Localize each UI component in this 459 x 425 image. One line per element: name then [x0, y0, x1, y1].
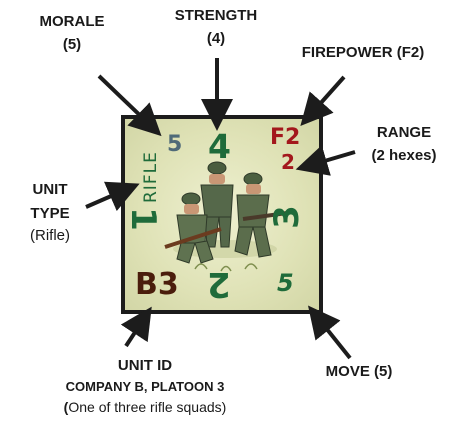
unit-type-label-line2: TYPE [30, 205, 70, 222]
morale-label-value: (5) [62, 36, 82, 53]
counter-unit-id: B3 [135, 267, 179, 302]
move-label: MOVE (5) [304, 362, 414, 382]
counter-move: 5 [277, 269, 294, 297]
range-label-value: (2 hexes) [371, 147, 437, 164]
unit-id-label-line1: UNIT ID [117, 357, 173, 374]
soldiers-illustration [164, 161, 288, 272]
unit-id-label-line2: COMPANY B, PLATOON 3 [65, 379, 225, 394]
arrow-unit-type [85, 181, 140, 212]
unit-type-label-line3: (Rifle) [30, 227, 70, 244]
unit-id-label-line3: (One of three rifle squads) [30, 397, 260, 417]
arrow-unit-id [120, 306, 152, 348]
firepower-label: FIREPOWER (F2) [288, 43, 438, 63]
arrow-firepower [300, 75, 346, 126]
firepower-label-title: FIREPOWER (F2) [301, 44, 425, 61]
counter-strength: 4 [208, 127, 231, 166]
counter-morale: 5 [167, 132, 183, 157]
morale-label-title: MORALE [39, 13, 105, 30]
unit-id-label-note: One of three rifle squads) [68, 399, 227, 415]
counter-firepower: F2 [270, 125, 301, 150]
unit-type-label: UNIT TYPE (Rifle) [14, 180, 86, 246]
strength-label: STRENGTH (4) [156, 6, 276, 49]
unit-id-label: UNIT ID COMPANY B, PLATOON 3 (One of thr… [30, 356, 260, 417]
counter-range: 2 [281, 150, 295, 174]
arrow-morale [97, 74, 162, 137]
strength-label-title: STRENGTH [174, 7, 258, 24]
range-label-title: RANGE [376, 124, 432, 141]
unit-type-label-line1: UNIT [32, 181, 68, 198]
range-label: RANGE (2 hexes) [354, 123, 454, 166]
arrow-range [295, 145, 356, 176]
arrow-move [308, 305, 352, 360]
strength-label-value: (4) [206, 30, 226, 47]
unit-id-label-paren: ( [63, 399, 69, 415]
move-label-title: MOVE (5) [325, 363, 393, 380]
unit-counter: RIFLE 5 4 F2 2 1 3 B3 2 5 [121, 115, 323, 314]
morale-label: MORALE (5) [22, 12, 122, 55]
